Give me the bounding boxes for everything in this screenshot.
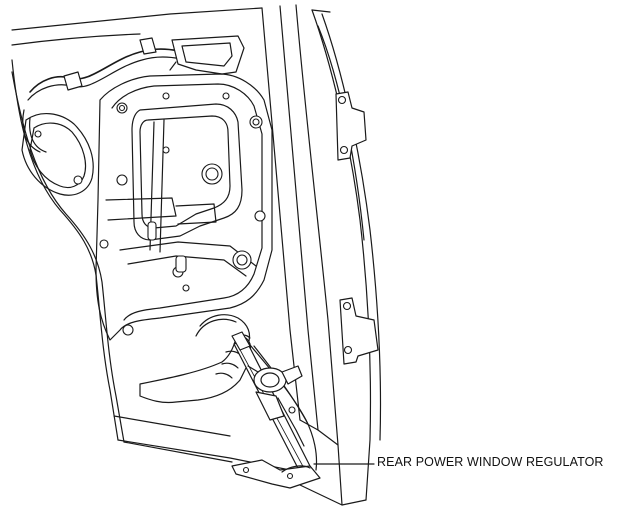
door-hinge-upper — [335, 91, 367, 161]
lower-service-hole — [195, 314, 251, 345]
inner-door-handle — [169, 35, 245, 75]
window-regulator — [231, 331, 321, 489]
door-hinge-lower — [339, 297, 379, 365]
inner-panel — [21, 73, 273, 341]
regulator-callout-label: REAR POWER WINDOW REGULATOR — [377, 455, 604, 469]
wiring-harness — [22, 37, 199, 153]
panel-holes — [34, 92, 266, 336]
